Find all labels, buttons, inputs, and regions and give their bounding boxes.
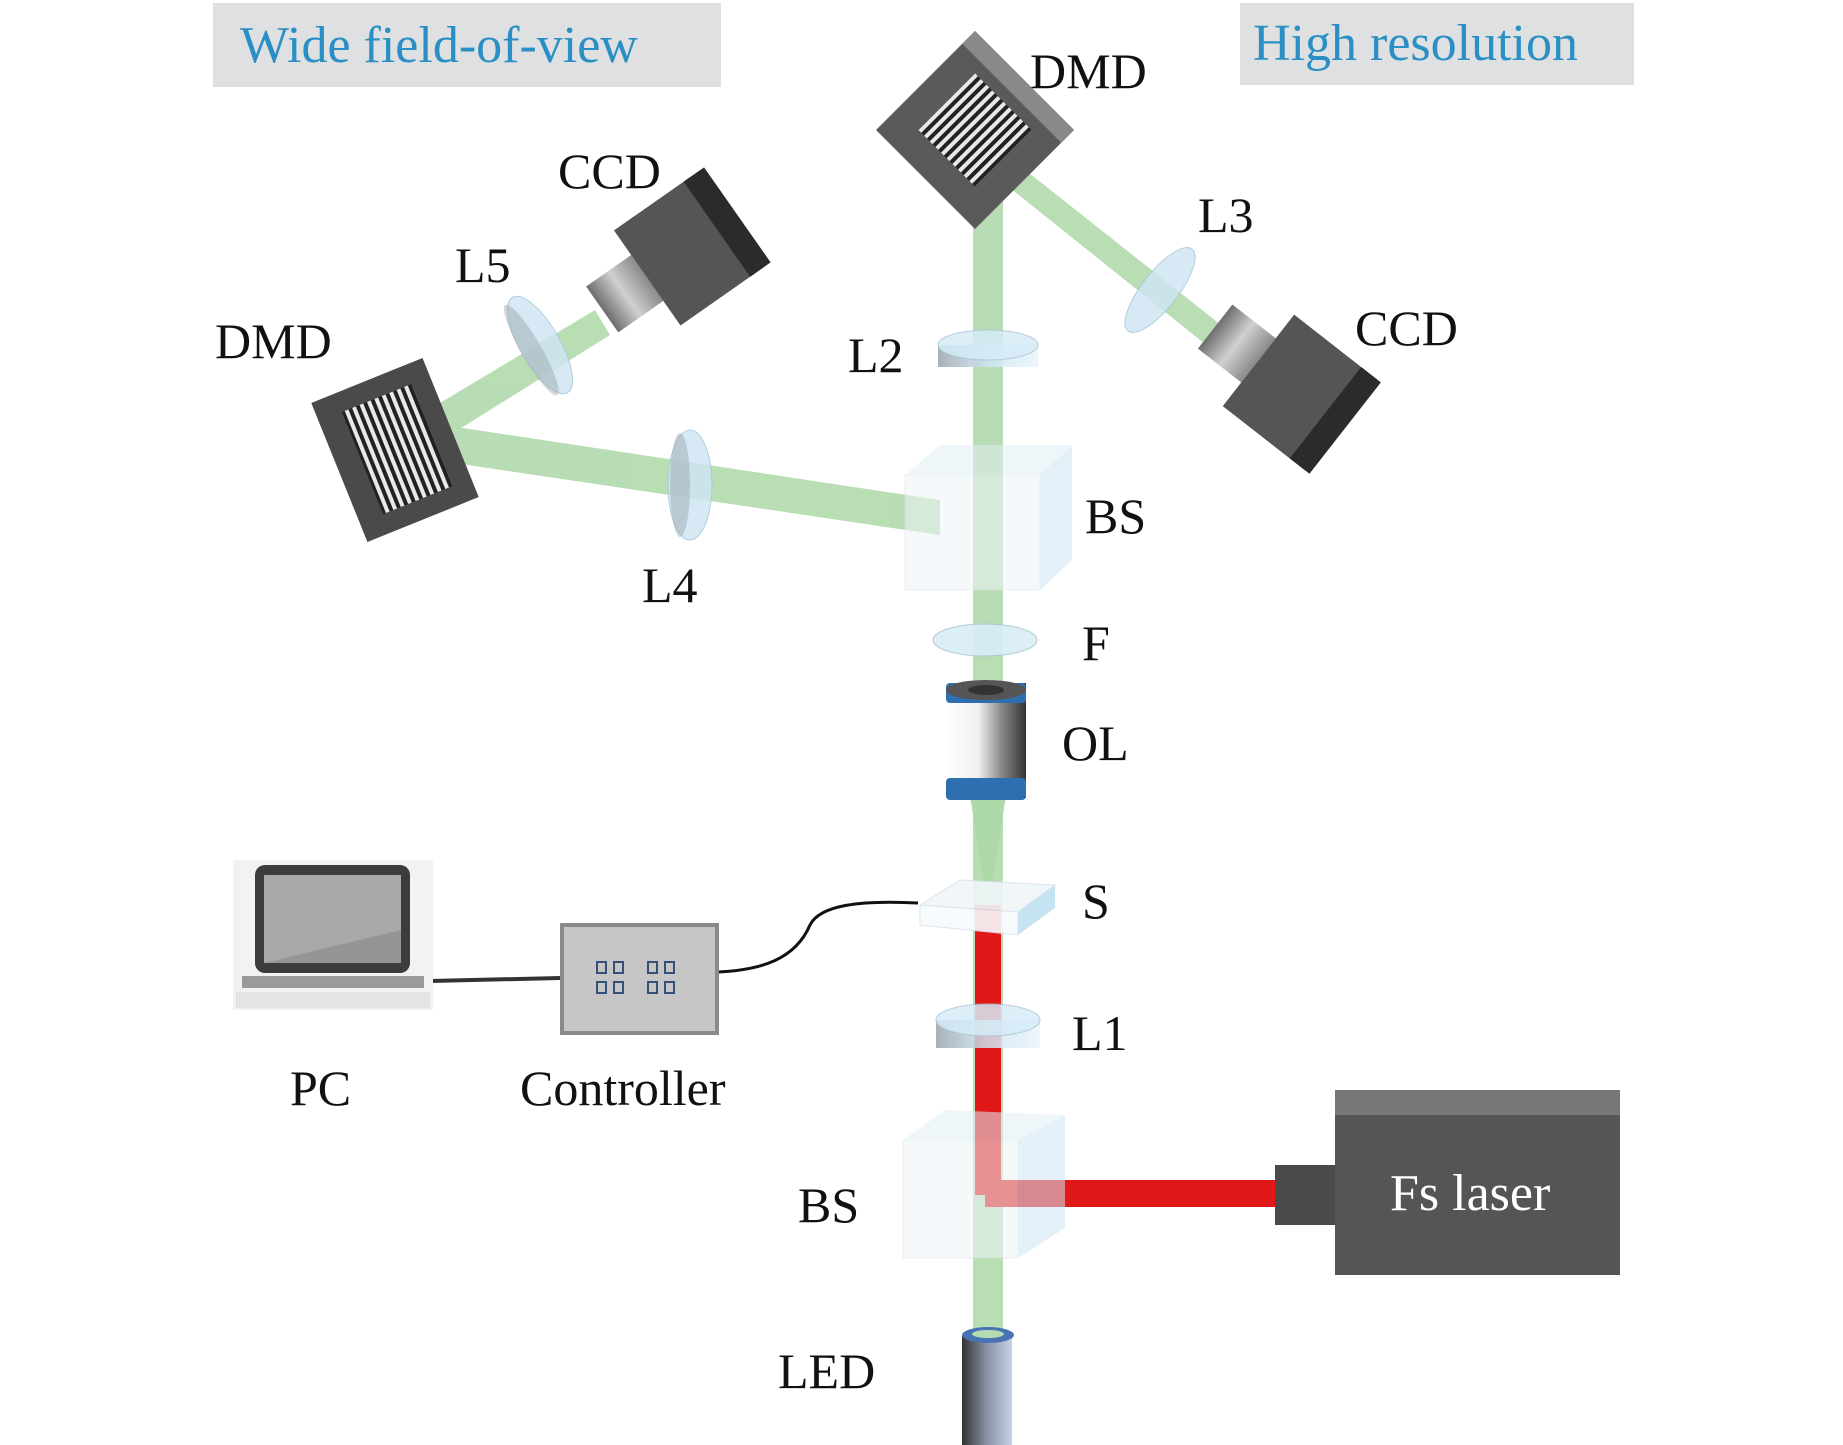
camera-nose [586,255,664,333]
focus-cone [970,795,1006,900]
dmd-left [311,357,479,543]
high-res-title: High resolution [1253,15,1578,72]
lens-l4 [667,429,713,541]
lens-icon [935,1003,1041,1037]
lens-icon [507,295,573,395]
cube-icon [902,1139,1019,1259]
header-bg [1240,3,1634,85]
lens-l1 [935,1003,1041,1048]
camera-icon [613,170,767,326]
cable-controller-to-sample [717,900,919,974]
label-ol: OL [1062,715,1129,771]
lens-l5 [503,295,573,396]
label-bs-bottom: BS [798,1177,859,1233]
cube-icon [904,474,1041,591]
laser-aperture [1275,1165,1335,1225]
laser-box-icon [1335,1090,1620,1275]
led-cylinder-icon [962,1335,1012,1445]
label-dmd-left: DMD [215,313,332,369]
label-ccd-right: CCD [1355,300,1458,356]
objective-lens [946,680,1026,800]
camera-nose [1197,304,1276,383]
label-dmd-top: DMD [1030,43,1147,99]
pc [233,860,433,1010]
lens-l3 [1124,247,1196,333]
wide-fov-title: Wide field-of-view [240,17,638,74]
label-controller: Controller [520,1060,726,1116]
sample-stage [918,879,1057,936]
ccd-right [1197,304,1381,474]
label-l2: L2 [848,327,904,383]
wide-fov-header: Wide field-of-view [213,3,721,87]
label-ccd-left: CCD [558,143,661,199]
label-bs-top: BS [1085,488,1146,544]
controller [560,923,719,1035]
fs-laser: Fs laser [1275,1090,1620,1275]
ccd-left [586,167,771,333]
controller-buttons [596,961,675,994]
dmd-mirror-array [341,384,453,515]
led-source [962,1327,1014,1445]
label-l1: L1 [1072,1005,1128,1061]
label-pc: PC [290,1060,351,1116]
label-s: S [1082,873,1110,929]
cable-pc-to-controller [429,976,561,983]
label-l4: L4 [642,557,698,613]
label-led: LED [778,1343,875,1399]
high-res-header: High resolution [1240,3,1634,85]
beam-splitter-bottom [902,1110,1065,1259]
camera-icon [1222,314,1377,471]
label-l5: L5 [455,237,511,293]
label-fs-laser: Fs laser [1390,1165,1550,1222]
label-l3: L3 [1198,187,1254,243]
filter-f [932,623,1038,657]
lens-icon [1124,247,1196,333]
lens-l2 [937,329,1039,367]
controller-box-icon [560,923,719,1035]
beam-splitter-top [904,445,1072,591]
label-f: F [1082,615,1110,671]
filter-icon [932,623,1038,657]
lens-icon [667,429,713,541]
header-bg [213,3,721,87]
beam-dmd-to-ccd-right [975,150,1240,360]
lens-icon [937,329,1039,361]
